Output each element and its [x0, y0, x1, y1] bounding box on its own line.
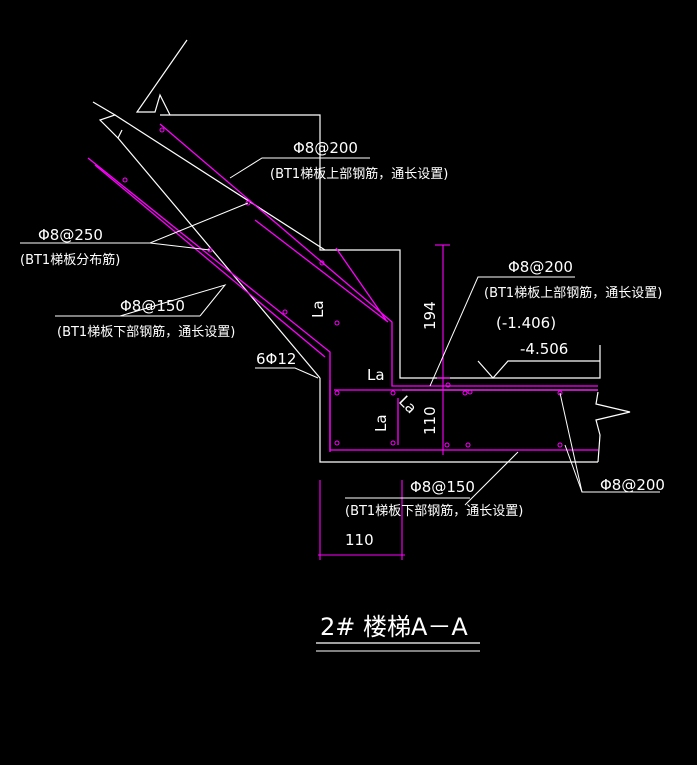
- leader-slab-right-2: [564, 444, 583, 493]
- left-break-line: [92, 101, 123, 140]
- rebar-dot: [334, 440, 340, 446]
- leader-distribution-2: [149, 242, 211, 251]
- rebar-dot: [557, 442, 563, 448]
- leader-beam-rebar: [255, 367, 319, 379]
- top-rebar-inner: [254, 219, 389, 323]
- leader-top-upper: [229, 157, 370, 179]
- rebar-dot: [334, 320, 340, 326]
- label-dim-194: 194: [421, 301, 439, 330]
- label-elevation-paren: (-1.406): [496, 314, 556, 332]
- label-la-4: La: [395, 392, 420, 417]
- rebar-dot: [390, 440, 396, 446]
- label-top-rebar-right: Φ8@200: [508, 258, 573, 276]
- rebar-dot: [444, 442, 450, 448]
- leader-bottom-right: [464, 451, 519, 506]
- top-break-line: [135, 39, 188, 116]
- rebar-dot: [390, 390, 396, 396]
- label-la-3: La: [372, 414, 390, 432]
- label-distribution-rebar-note: (BT1梯板分布筋): [20, 252, 120, 268]
- right-break-line: [595, 391, 631, 463]
- label-bottom-rebar-left: Φ8@150: [120, 297, 185, 315]
- rebar-dot: [245, 200, 251, 206]
- rebar-dot: [282, 309, 288, 315]
- label-top-rebar-upper: Φ8@200: [293, 139, 358, 157]
- label-bottom-rebar-right: Φ8@150: [410, 478, 475, 496]
- beam-bottom-outline: [319, 378, 598, 463]
- rebar-dot: [159, 127, 165, 133]
- annotation-labels: Φ8@200 (BT1梯板上部钢筋，通长设置) Φ8@250 (BT1梯板分布筋…: [20, 139, 665, 549]
- label-beam-rebar: 6Φ12: [256, 350, 296, 368]
- label-slab-rebar-right: Φ8@200: [600, 476, 665, 494]
- top-rebar-line: [159, 123, 598, 387]
- rebar-dot: [319, 260, 325, 266]
- slab-bottom-surface: [117, 137, 321, 379]
- rebar-dot: [465, 442, 471, 448]
- label-dim-110-horizontal: 110: [345, 531, 374, 549]
- label-distribution-rebar: Φ8@250: [38, 226, 103, 244]
- hook-line-1: [335, 247, 387, 321]
- rebar-dot: [462, 390, 468, 396]
- label-bottom-rebar-left-note: (BT1梯板下部钢筋，通长设置): [57, 324, 235, 340]
- label-top-rebar-upper-note: (BT1梯板上部钢筋，通长设置): [270, 166, 448, 182]
- label-dim-110-vertical: 110: [421, 406, 439, 435]
- elevation-marker: [477, 360, 600, 379]
- leader-bottom-left: [119, 284, 227, 317]
- rebar-dot: [122, 177, 128, 183]
- bottom-rebar-second: [94, 164, 326, 358]
- upper-outline: [160, 114, 601, 379]
- label-elevation: -4.506: [520, 340, 568, 358]
- slab-top-surface: [114, 114, 326, 251]
- rebar-dots: [122, 127, 563, 448]
- label-la-1: La: [309, 300, 327, 318]
- drawing-title: 2# 楼梯A－A: [320, 613, 468, 641]
- leader-top-right: [429, 276, 575, 387]
- label-bottom-rebar-right-note: (BT1梯板下部钢筋，通长设置): [345, 503, 523, 519]
- label-top-rebar-right-note: (BT1梯板上部钢筋，通长设置): [484, 285, 662, 301]
- label-la-2: La: [367, 366, 385, 384]
- rebar-lines: [87, 123, 598, 452]
- dimension-lines: [318, 244, 450, 560]
- rebar-dot: [467, 389, 473, 395]
- rebar-dot: [334, 390, 340, 396]
- concrete-outline: [92, 39, 631, 463]
- rebar-dot: [445, 382, 451, 388]
- leader-lines: [20, 157, 660, 506]
